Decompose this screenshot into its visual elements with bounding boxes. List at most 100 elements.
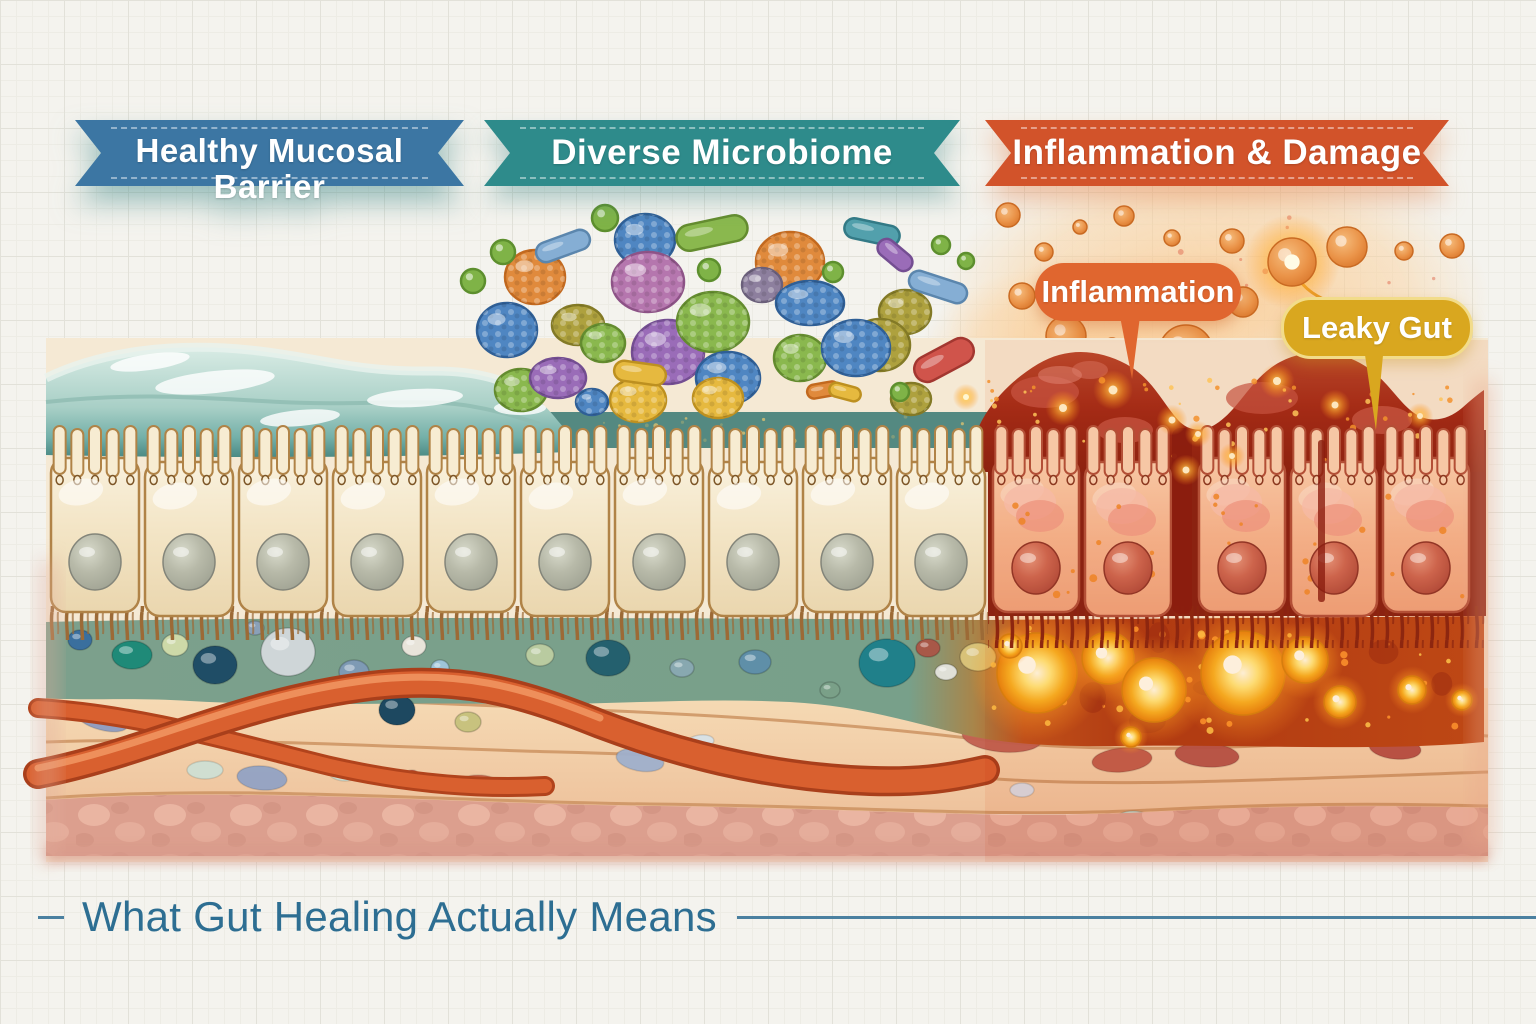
callout-label: Inflammation (1041, 274, 1235, 309)
inflammatory-particle (1219, 228, 1245, 254)
bacteria-cluster (772, 333, 828, 383)
microvillus (616, 425, 631, 475)
microvillus (217, 425, 232, 475)
banner-label: Inflammation & Damage (1012, 133, 1422, 172)
banner-label: Healthy Mucosal Barrier (135, 131, 404, 205)
mucus-gloss (110, 352, 190, 372)
microvillus (634, 428, 649, 478)
inflammatory-particle (1072, 219, 1088, 235)
ribbon-shape (985, 120, 1449, 186)
epithelial-cell (707, 425, 799, 618)
banner-diverse-microbiome: Diverse Microbiome (484, 120, 960, 186)
lamina-cell (819, 681, 841, 699)
epithelial-cell (331, 425, 423, 618)
lamina-cell (525, 643, 555, 667)
bacteria-coccus (459, 267, 487, 295)
microvillus (951, 428, 966, 478)
epithelial-cell (801, 425, 893, 614)
microvillus (88, 425, 102, 475)
cell-nucleus (162, 533, 216, 591)
microvillus (370, 425, 384, 475)
cell-nucleus (538, 533, 592, 591)
mucus-gloss (260, 409, 340, 427)
bacteria-rod (612, 359, 668, 387)
page-title: What Gut Healing Actually Means (82, 893, 717, 940)
inflammatory-particle (1326, 226, 1368, 268)
microvillus (540, 428, 555, 478)
inflammatory-particle (1008, 282, 1036, 310)
epithelial-cell (425, 425, 517, 614)
epithelial-cell (895, 425, 987, 618)
bacteria-rod (907, 269, 969, 305)
bacteria-rod (912, 336, 976, 384)
bacteria-cluster (774, 279, 846, 327)
bacteria-cluster (475, 301, 539, 359)
microvillus (746, 425, 760, 475)
cell-nucleus (632, 533, 686, 591)
cell-nucleus (256, 533, 310, 591)
microvillus (293, 428, 308, 478)
microvillus (558, 425, 572, 475)
microvillus (669, 428, 684, 478)
ribbon-shape (484, 120, 960, 186)
microvillus (182, 425, 196, 475)
lamina-cell (669, 658, 695, 678)
inflammatory-particle (1394, 241, 1414, 261)
bacteria-rod (828, 381, 862, 403)
microvillus (52, 425, 67, 475)
caption-right-rule (736, 915, 1536, 919)
bacteria-cluster (675, 290, 751, 354)
bacteria-coccus (489, 238, 517, 266)
microvillus (781, 425, 796, 475)
submucosa-cell (236, 765, 288, 791)
bacteria-cluster (608, 376, 668, 424)
microvillus (276, 425, 290, 475)
microvillus (123, 425, 138, 475)
bacteria-coccus (930, 234, 952, 256)
cell-nucleus (68, 533, 122, 591)
microvillus (105, 428, 120, 478)
cell-nucleus (820, 533, 874, 591)
lamina-cell (738, 649, 772, 675)
bacteria-coccus (821, 260, 845, 284)
lamina-cell (858, 638, 916, 688)
microvillus (428, 425, 443, 475)
microvillus (481, 428, 496, 478)
bacteria-coccus (956, 251, 976, 271)
microvillus (334, 425, 349, 475)
ribbon-shape (75, 120, 464, 186)
bacteria-rod (675, 213, 749, 253)
banner-inflammation-damage: Inflammation & Damage (985, 120, 1449, 186)
microvillus (405, 425, 420, 475)
microvillus (763, 428, 778, 478)
epithelial-cell (237, 425, 329, 614)
submucosa-cell (186, 760, 224, 780)
epithelial-cell (519, 425, 611, 618)
bacteria-cluster (610, 250, 686, 314)
bacteria-coccus (889, 381, 911, 403)
microvillus (652, 425, 666, 475)
cell-nucleus (914, 533, 968, 591)
mucus-gloss (367, 388, 463, 408)
microvillus (593, 425, 608, 475)
bacteria-rod (534, 228, 592, 264)
microvillus (575, 428, 590, 478)
microvillus (387, 428, 402, 478)
watercolor-right-edge (1474, 380, 1492, 850)
banner-healthy-mucosal-barrier: Healthy Mucosal Barrier (75, 120, 464, 205)
mucus-gloss (155, 369, 275, 395)
bacteria-coccus (590, 203, 620, 233)
microvillus (240, 425, 255, 475)
microvillus (146, 425, 161, 475)
microvillus (804, 425, 819, 475)
watercolor-left-edge (40, 560, 56, 860)
microvillus (728, 428, 743, 478)
inflammatory-particle (995, 202, 1021, 228)
cell-nucleus (444, 533, 498, 591)
bacteria-cluster (503, 248, 567, 306)
inflammation-spark (952, 383, 980, 411)
inflammatory-particle (1439, 233, 1465, 259)
microvillus (258, 428, 273, 478)
bacteria-cluster (820, 318, 892, 378)
